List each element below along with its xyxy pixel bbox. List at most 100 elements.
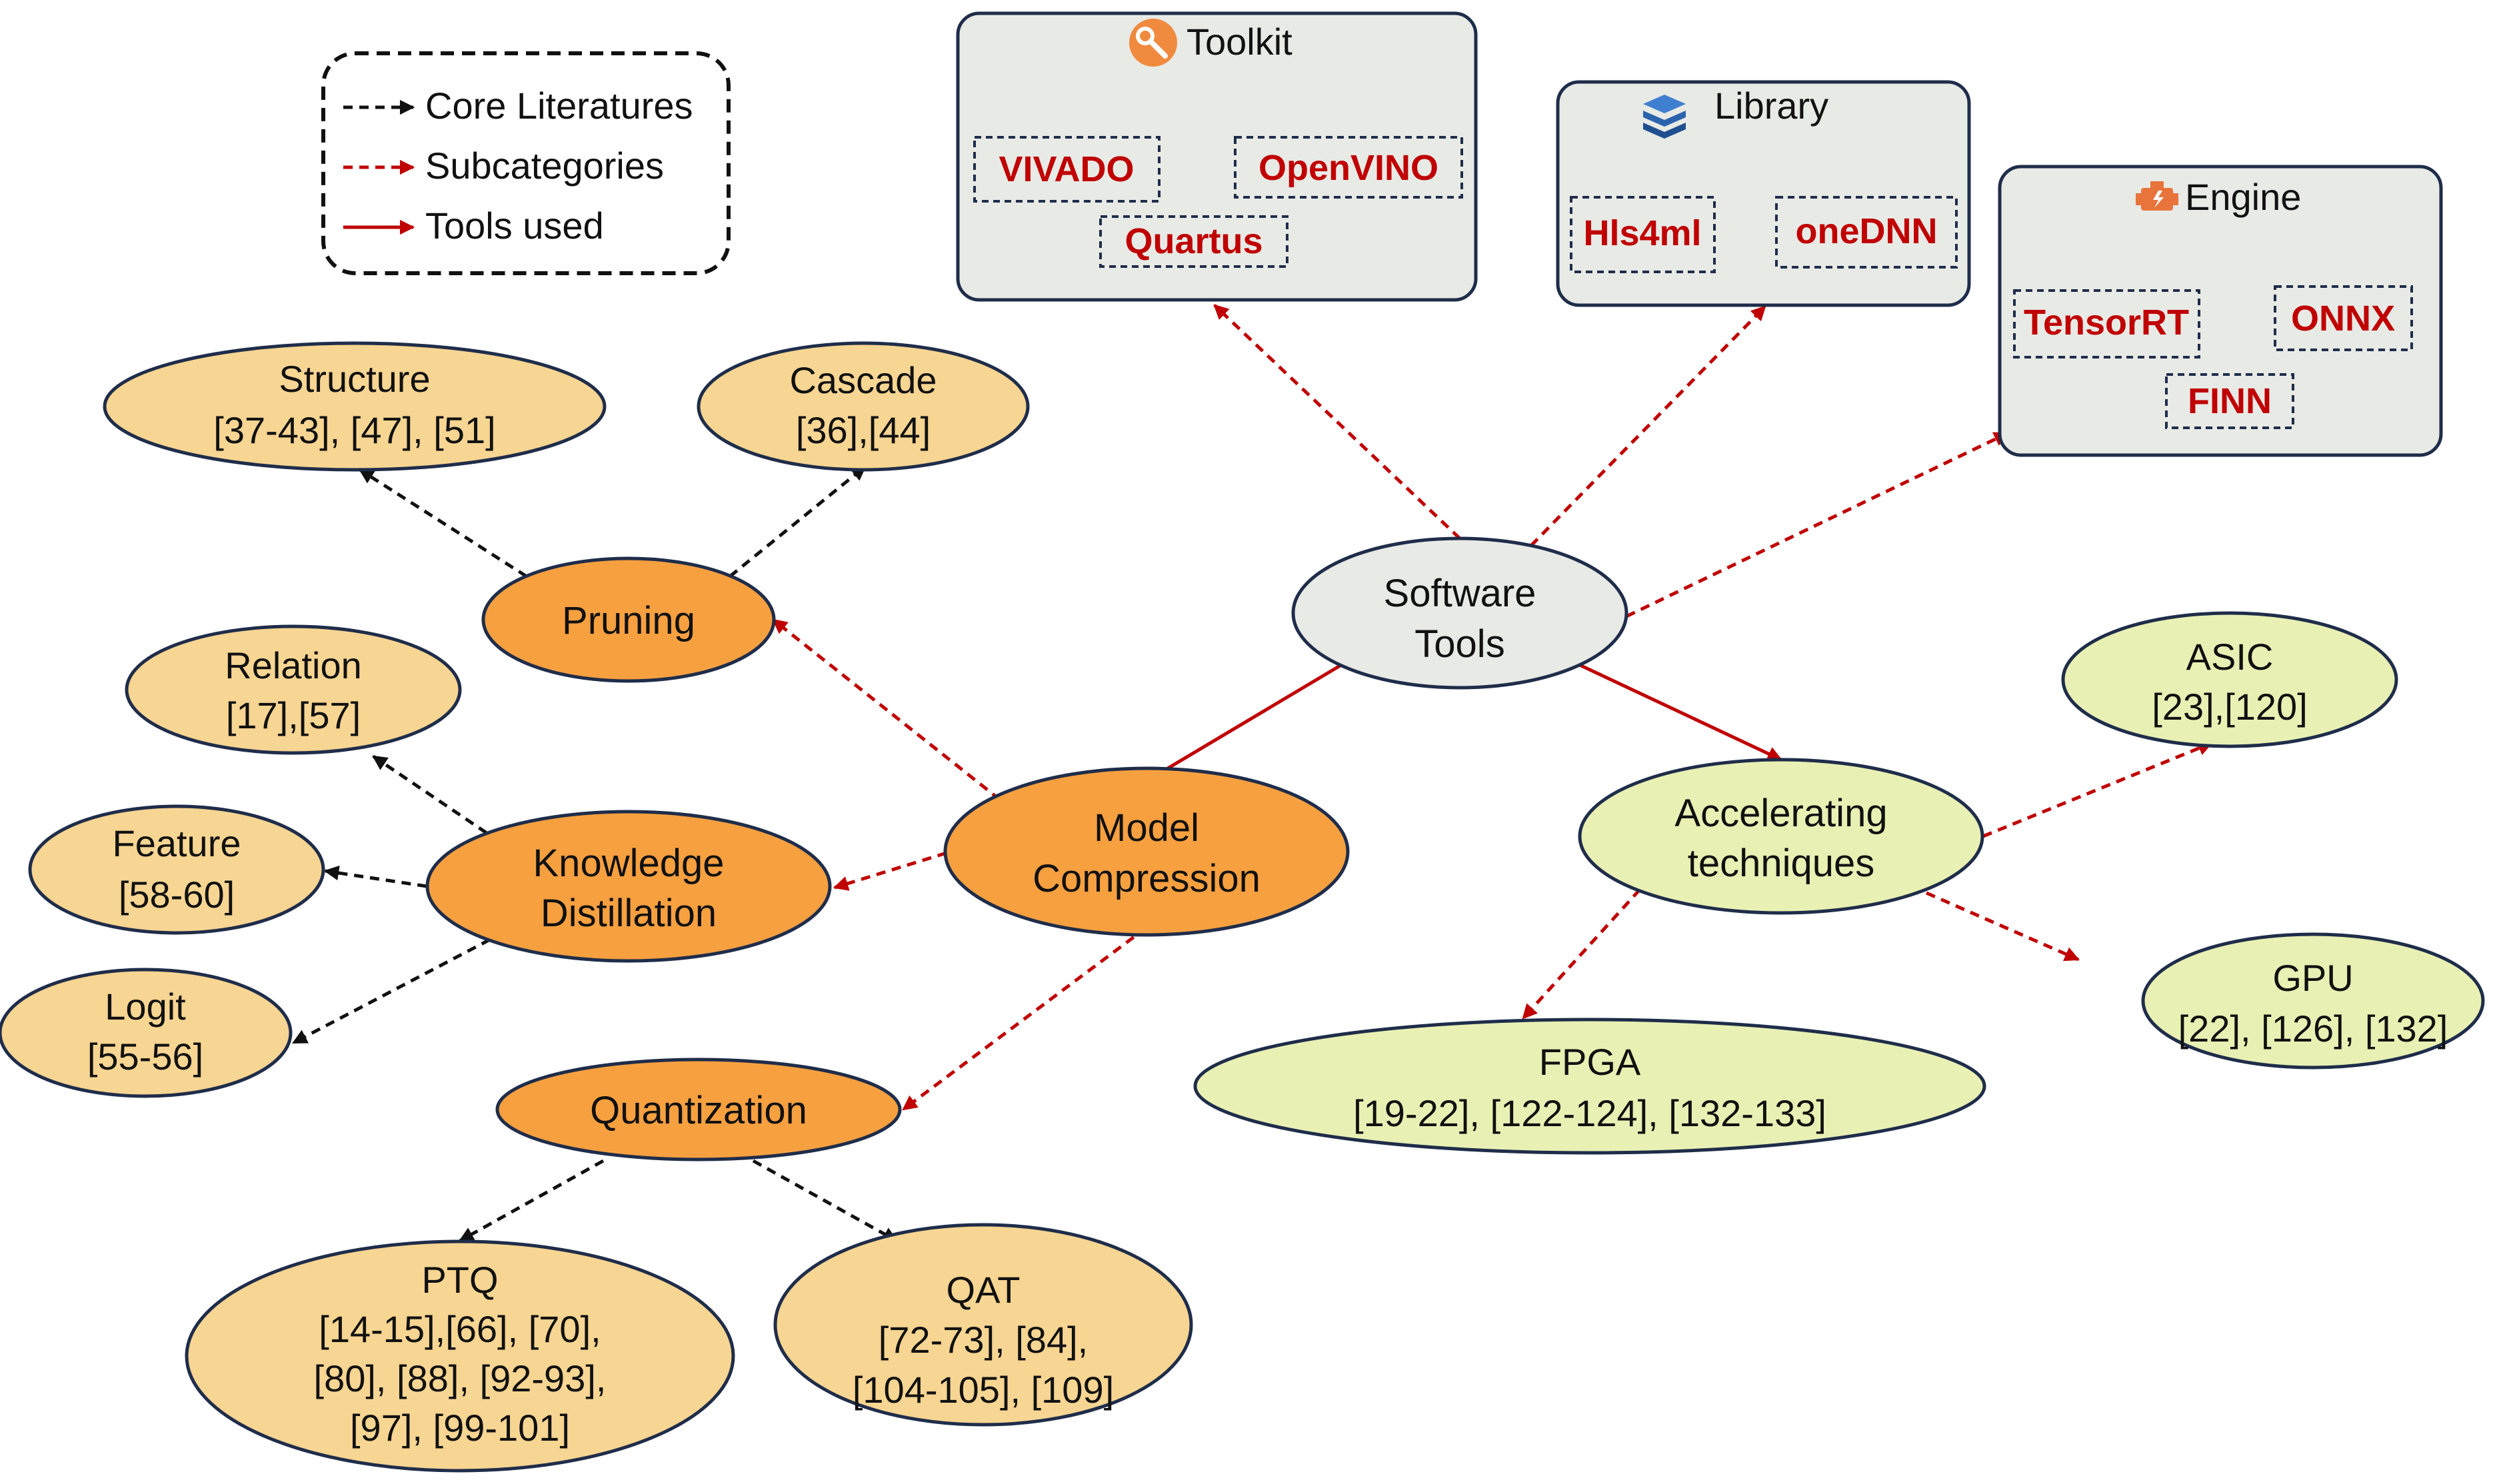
knowledge-distillation-line2: Distillation <box>541 892 717 935</box>
legend-sub-label: Subcategories <box>425 145 664 187</box>
accelerating-line2: techniques <box>1688 842 1875 885</box>
logit-node: Logit [55-56] <box>0 968 293 1098</box>
edge-software-to-compression <box>1145 663 1342 783</box>
ptq-title: PTQ <box>421 1259 498 1301</box>
legend-core-label: Core Literatures <box>425 85 693 127</box>
relation-node: Relation [17],[57] <box>125 624 462 755</box>
openvino-label: OpenVINO <box>1258 148 1438 188</box>
openvino-box <box>1234 136 1463 199</box>
pruning-label: Pruning <box>562 599 695 642</box>
knowledge-distillation-line1: Knowledge <box>533 842 725 885</box>
pruning-node: Pruning <box>481 556 776 683</box>
tensorrt-box <box>2013 289 2200 359</box>
onnx-label: ONNX <box>2291 299 2395 339</box>
edge-quantization-to-ptq <box>459 1159 605 1243</box>
edge-compression-to-pruning <box>772 618 1001 801</box>
library-box: Library Hls4ml oneDNN <box>1556 80 1971 307</box>
edge-accelerating-to-asic <box>1982 741 2214 838</box>
finn-label: FINN <box>2188 381 2272 421</box>
toolkit-box: Toolkit VIVADO OpenVINO Quartus <box>956 11 1478 302</box>
gpu-node: GPU [22], [126], [132] <box>2141 932 2485 1070</box>
asic-title: ASIC <box>2186 636 2274 678</box>
model-compression-node: Model Compression <box>943 766 1350 937</box>
asic-refs: [23],[120] <box>2152 686 2308 728</box>
qat-node: QAT [72-73], [84], [104-105], [109] <box>773 1223 1193 1427</box>
relation-title: Relation <box>225 644 361 686</box>
stack-icon <box>1643 95 1686 139</box>
edge-software-to-library <box>1518 305 1766 558</box>
vivado-box <box>973 136 1161 203</box>
logit-title: Logit <box>105 986 186 1028</box>
edge-pruning-to-structure <box>359 468 528 578</box>
hls4ml-label: Hls4ml <box>1583 213 1701 253</box>
structure-title: Structure <box>279 358 430 400</box>
edge-software-to-accelerating <box>1578 663 1783 762</box>
edge-compression-to-quantization <box>902 926 1148 1112</box>
qat-refs-line1: [72-73], [84], <box>879 1319 1088 1361</box>
quantization-label: Quantization <box>590 1089 807 1132</box>
engine-icon <box>2136 181 2178 211</box>
software-tools-line1: Software <box>1384 572 1536 615</box>
model-compression-line2: Compression <box>1033 857 1260 900</box>
onnx-box <box>2274 285 2413 351</box>
qat-title: QAT <box>947 1269 1021 1311</box>
edge-compression-to-kd <box>833 851 947 891</box>
ptq-refs-line3: [97], [99-101] <box>350 1407 570 1449</box>
qat-refs-line2: [104-105], [109] <box>853 1369 1114 1411</box>
feature-refs: [58-60] <box>119 874 235 916</box>
asic-node: ASIC [23],[120] <box>2061 611 2398 748</box>
library-title: Library <box>1714 85 1828 127</box>
ptq-refs-line1: [14-15],[66], [70], <box>319 1308 601 1350</box>
fpga-refs: [19-22], [122-124], [132-133] <box>1353 1092 1826 1134</box>
logit-refs: [55-56] <box>87 1036 203 1078</box>
hls4ml-box <box>1570 196 1716 273</box>
engine-title: Engine <box>2185 176 2301 218</box>
edge-accelerating-to-fpga <box>1522 888 1641 1020</box>
software-tools-line2: Tools <box>1414 622 1504 666</box>
vivado-label: VIVADO <box>999 149 1134 189</box>
gpu-title: GPU <box>2272 957 2353 999</box>
engine-panel <box>1998 165 2443 457</box>
toolkit-title: Toolkit <box>1187 21 1292 63</box>
finn-box <box>2165 373 2294 429</box>
quantization-node: Quantization <box>495 1058 902 1161</box>
quartus-label: Quartus <box>1125 221 1262 261</box>
gpu-refs: [22], [126], [132] <box>2178 1008 2448 1050</box>
onednn-box <box>1775 196 1958 269</box>
fpga-node: FPGA [19-22], [122-124], [132-133] <box>1193 1018 1986 1155</box>
model-compression-line1: Model <box>1094 806 1199 850</box>
feature-node: Feature [58-60] <box>28 804 325 935</box>
legend-tools-label: Tools used <box>425 205 604 247</box>
ptq-refs-line2: [80], [88], [92-93], <box>314 1357 607 1399</box>
cascade-node: Cascade [36],[44] <box>697 341 1030 472</box>
accelerating-techniques-node: Accelerating techniques <box>1578 758 1984 915</box>
relation-refs: [17],[57] <box>226 694 361 736</box>
toolkit-panel <box>956 11 1478 302</box>
cascade-title: Cascade <box>789 359 937 401</box>
edge-accelerating-to-gpu <box>1925 891 2080 962</box>
onednn-label: oneDNN <box>1796 211 1938 251</box>
legend-box <box>321 51 731 275</box>
cascade-refs: [36],[44] <box>796 409 931 451</box>
edge-kd-to-relation <box>372 754 488 835</box>
wrench-icon <box>1129 19 1177 67</box>
structure-refs: [37-43], [47], [51] <box>213 409 495 451</box>
edge-kd-to-feature <box>323 865 427 888</box>
legend: Core Literatures Subcategories Tools use… <box>321 51 731 275</box>
engine-box: Engine TensorRT ONNX FINN <box>1998 165 2443 457</box>
tensorrt-label: TensorRT <box>2024 303 2189 343</box>
quartus-box <box>1099 215 1288 268</box>
edge-pruning-to-cascade <box>729 465 867 578</box>
accelerating-line1: Accelerating <box>1674 792 1887 835</box>
edges <box>292 77 2331 1243</box>
edge-kd-to-logit <box>292 938 491 1045</box>
software-tools-node: Software Tools <box>1291 536 1628 690</box>
knowledge-distillation-node: Knowledge Distillation <box>425 810 832 963</box>
fpga-title: FPGA <box>1539 1041 1641 1083</box>
feature-title: Feature <box>113 822 241 864</box>
edge-software-to-toolkit <box>1213 304 1461 540</box>
structure-node: Structure [37-43], [47], [51] <box>103 341 607 472</box>
edge-software-to-engine <box>1625 431 2010 618</box>
edge-quantization-to-qat <box>752 1159 898 1243</box>
